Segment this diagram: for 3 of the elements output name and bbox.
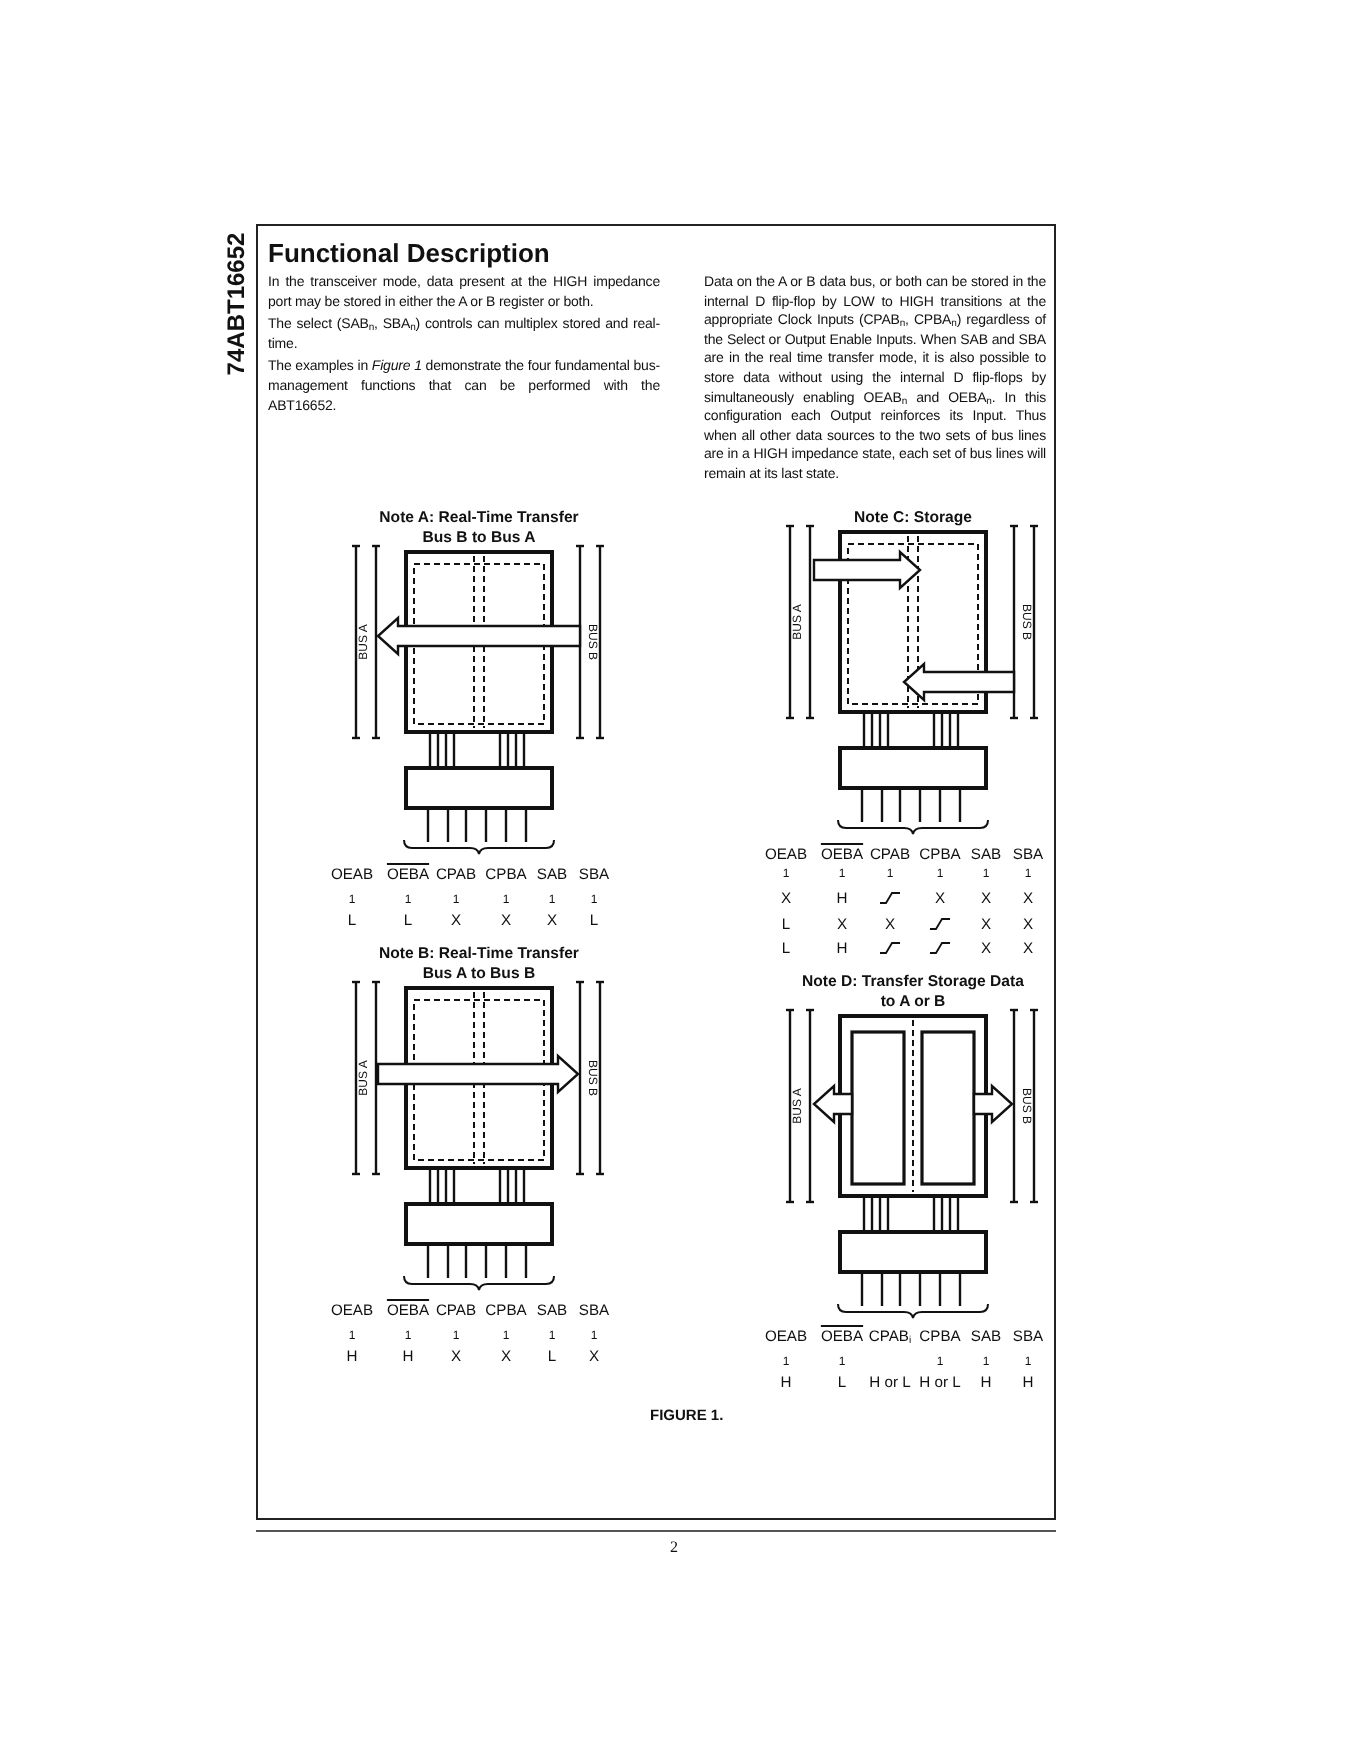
page-number: 2 [670, 1538, 678, 1556]
section-title: Functional Description [268, 238, 550, 268]
part-number: 74ABT16652 [222, 232, 250, 376]
